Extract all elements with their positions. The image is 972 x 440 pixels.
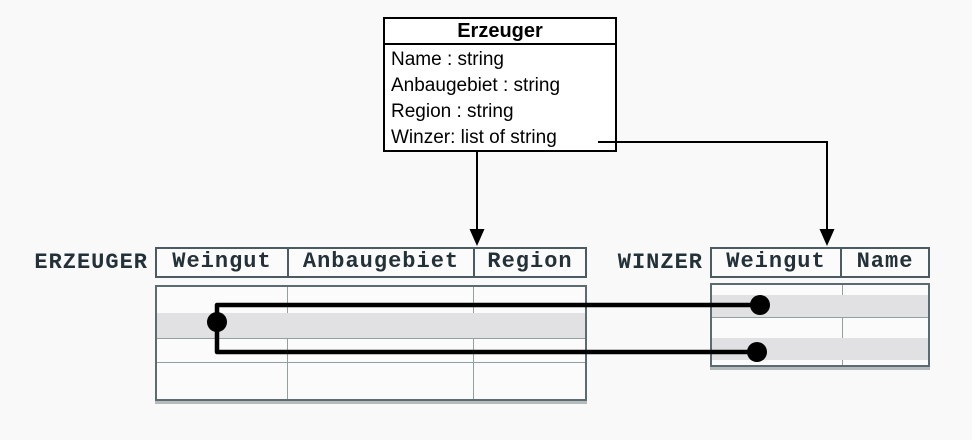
- arrowhead-winzer-icon: [819, 229, 835, 246]
- winzer-header-row: Weingut Name: [710, 247, 930, 278]
- class-attribute-anbaugebiet: Anbaugebiet : string: [391, 75, 561, 96]
- class-attribute-name: Name : string: [391, 49, 504, 70]
- class-attribute-region: Region : string: [391, 101, 514, 122]
- erzeuger-col-region: Region: [487, 249, 573, 274]
- class-attribute-list: Name : string Anbaugebiet : string Regio…: [385, 45, 615, 151]
- erzeuger-header-row: Weingut Anbaugebiet Region: [155, 247, 587, 278]
- winzer-col-name: Name: [856, 249, 914, 274]
- arrowhead-erzeuger-icon: [469, 229, 485, 246]
- erzeuger-grid-vline: [287, 287, 288, 399]
- winzer-grid-vline: [842, 285, 843, 365]
- erzeuger-grid-hline: [157, 338, 585, 339]
- erzeuger-highlighted-row: [157, 313, 585, 338]
- class-title: Erzeuger: [385, 19, 615, 45]
- erzeuger-col-weingut: Weingut: [157, 249, 289, 276]
- winzer-highlighted-row: [712, 338, 928, 360]
- table-label-winzer: WINZER: [617, 250, 703, 275]
- erzeuger-body-table: [155, 285, 587, 401]
- winzer-col-weingut: Weingut: [712, 249, 842, 276]
- erzeuger-grid-hline: [157, 362, 585, 363]
- table-label-erzeuger: ERZEUGER: [34, 250, 148, 275]
- winzer-grid-hline: [712, 317, 928, 318]
- winzer-body-table: [710, 283, 930, 367]
- arrow-winzer-attr-to-winzer: [598, 141, 828, 231]
- winzer-highlighted-row: [712, 295, 928, 317]
- erzeuger-grid-vline: [473, 287, 474, 399]
- class-box-erzeuger: Erzeuger Name : string Anbaugebiet : str…: [383, 17, 617, 152]
- erzeuger-col-anbaugebiet: Anbaugebiet: [289, 249, 475, 276]
- class-attribute-winzer: Winzer: list of string: [391, 127, 557, 148]
